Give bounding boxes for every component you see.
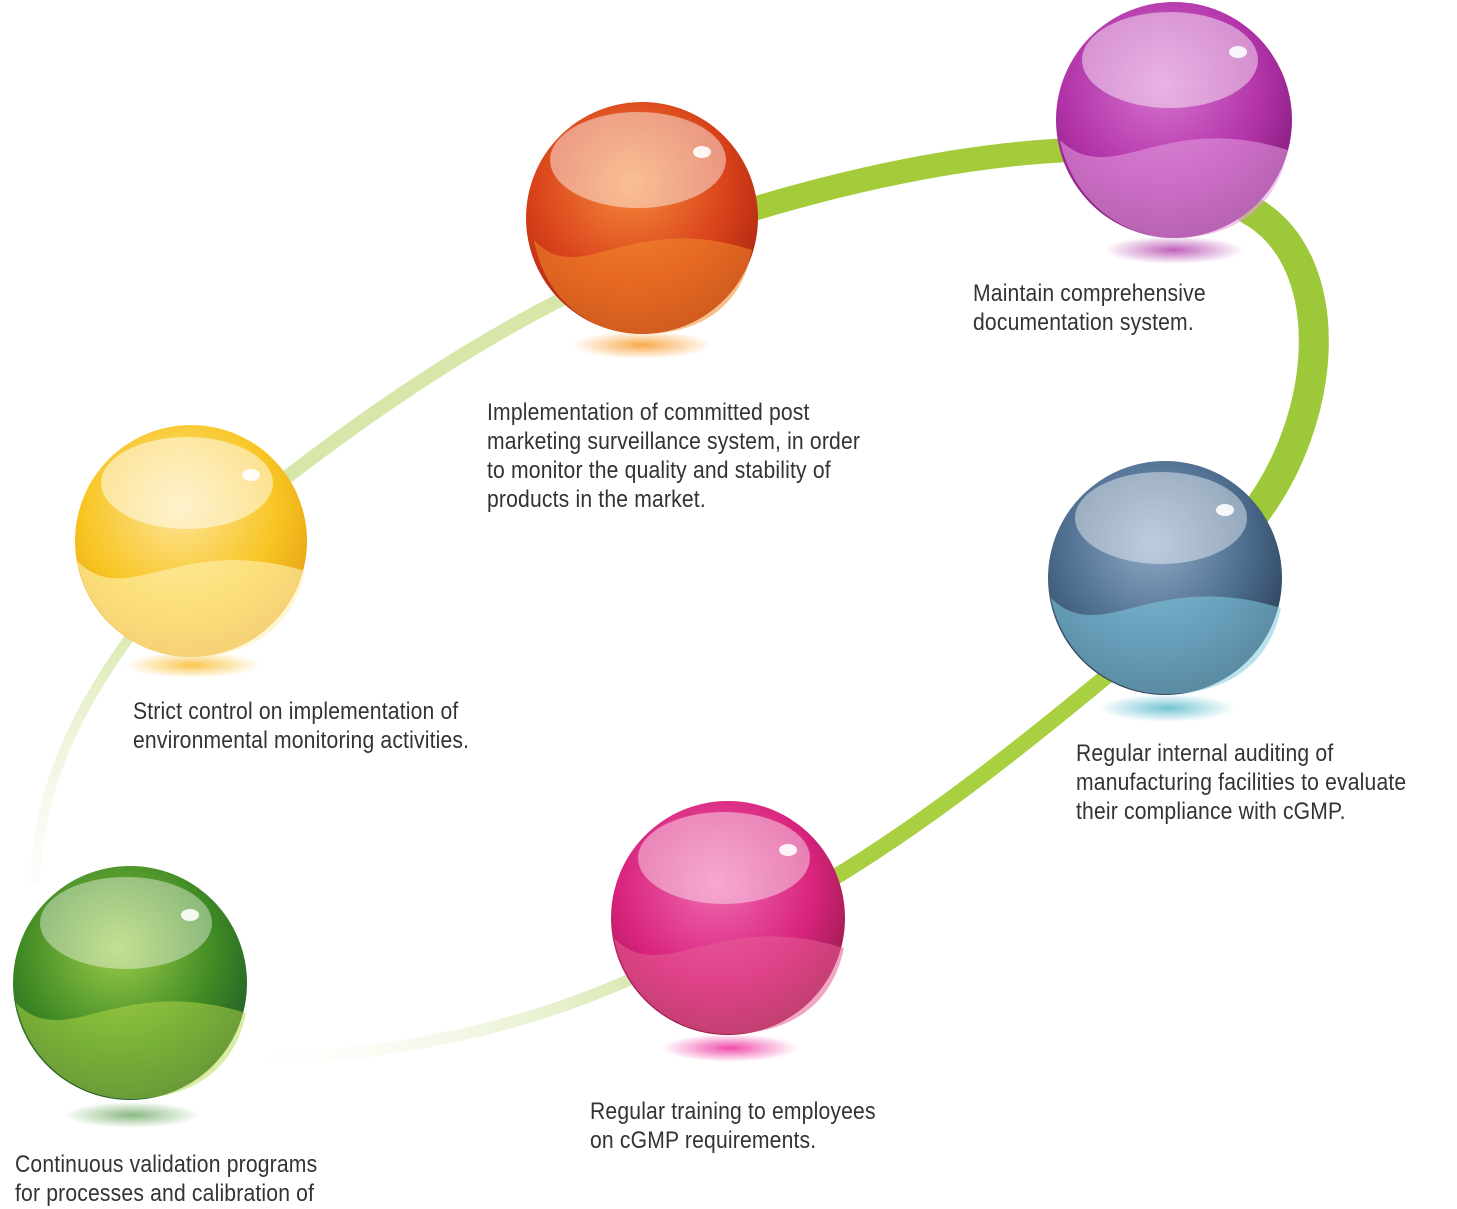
steel-blue-orb [1047,460,1287,725]
ring-segment-documentation-auditing [1235,195,1329,535]
training-caption: Regular training to employees on cGMP re… [590,1098,876,1154]
ring-segment-validation-environment [30,605,155,885]
yellow-orb [73,425,313,680]
documentation-caption: Maintain comprehensive documentation sys… [973,280,1206,336]
ring-segment-environment-implementation [263,288,577,497]
green-orb [12,865,252,1130]
ring-segment-training-validation [214,969,646,1066]
magenta-orb [610,800,850,1065]
purple-orb [1052,0,1297,265]
validation-caption: Continuous validation programs for proce… [15,1151,318,1207]
orange-orb [520,100,765,360]
implementation-caption: Implementation of committed post marketi… [487,399,861,513]
environment-caption: Strict control on implementation of envi… [133,698,470,754]
ring-segment-implementation-documentation [738,138,1082,222]
ring-segment-auditing-training [822,657,1128,888]
auditing-caption: Regular internal auditing of manufacturi… [1076,740,1407,825]
